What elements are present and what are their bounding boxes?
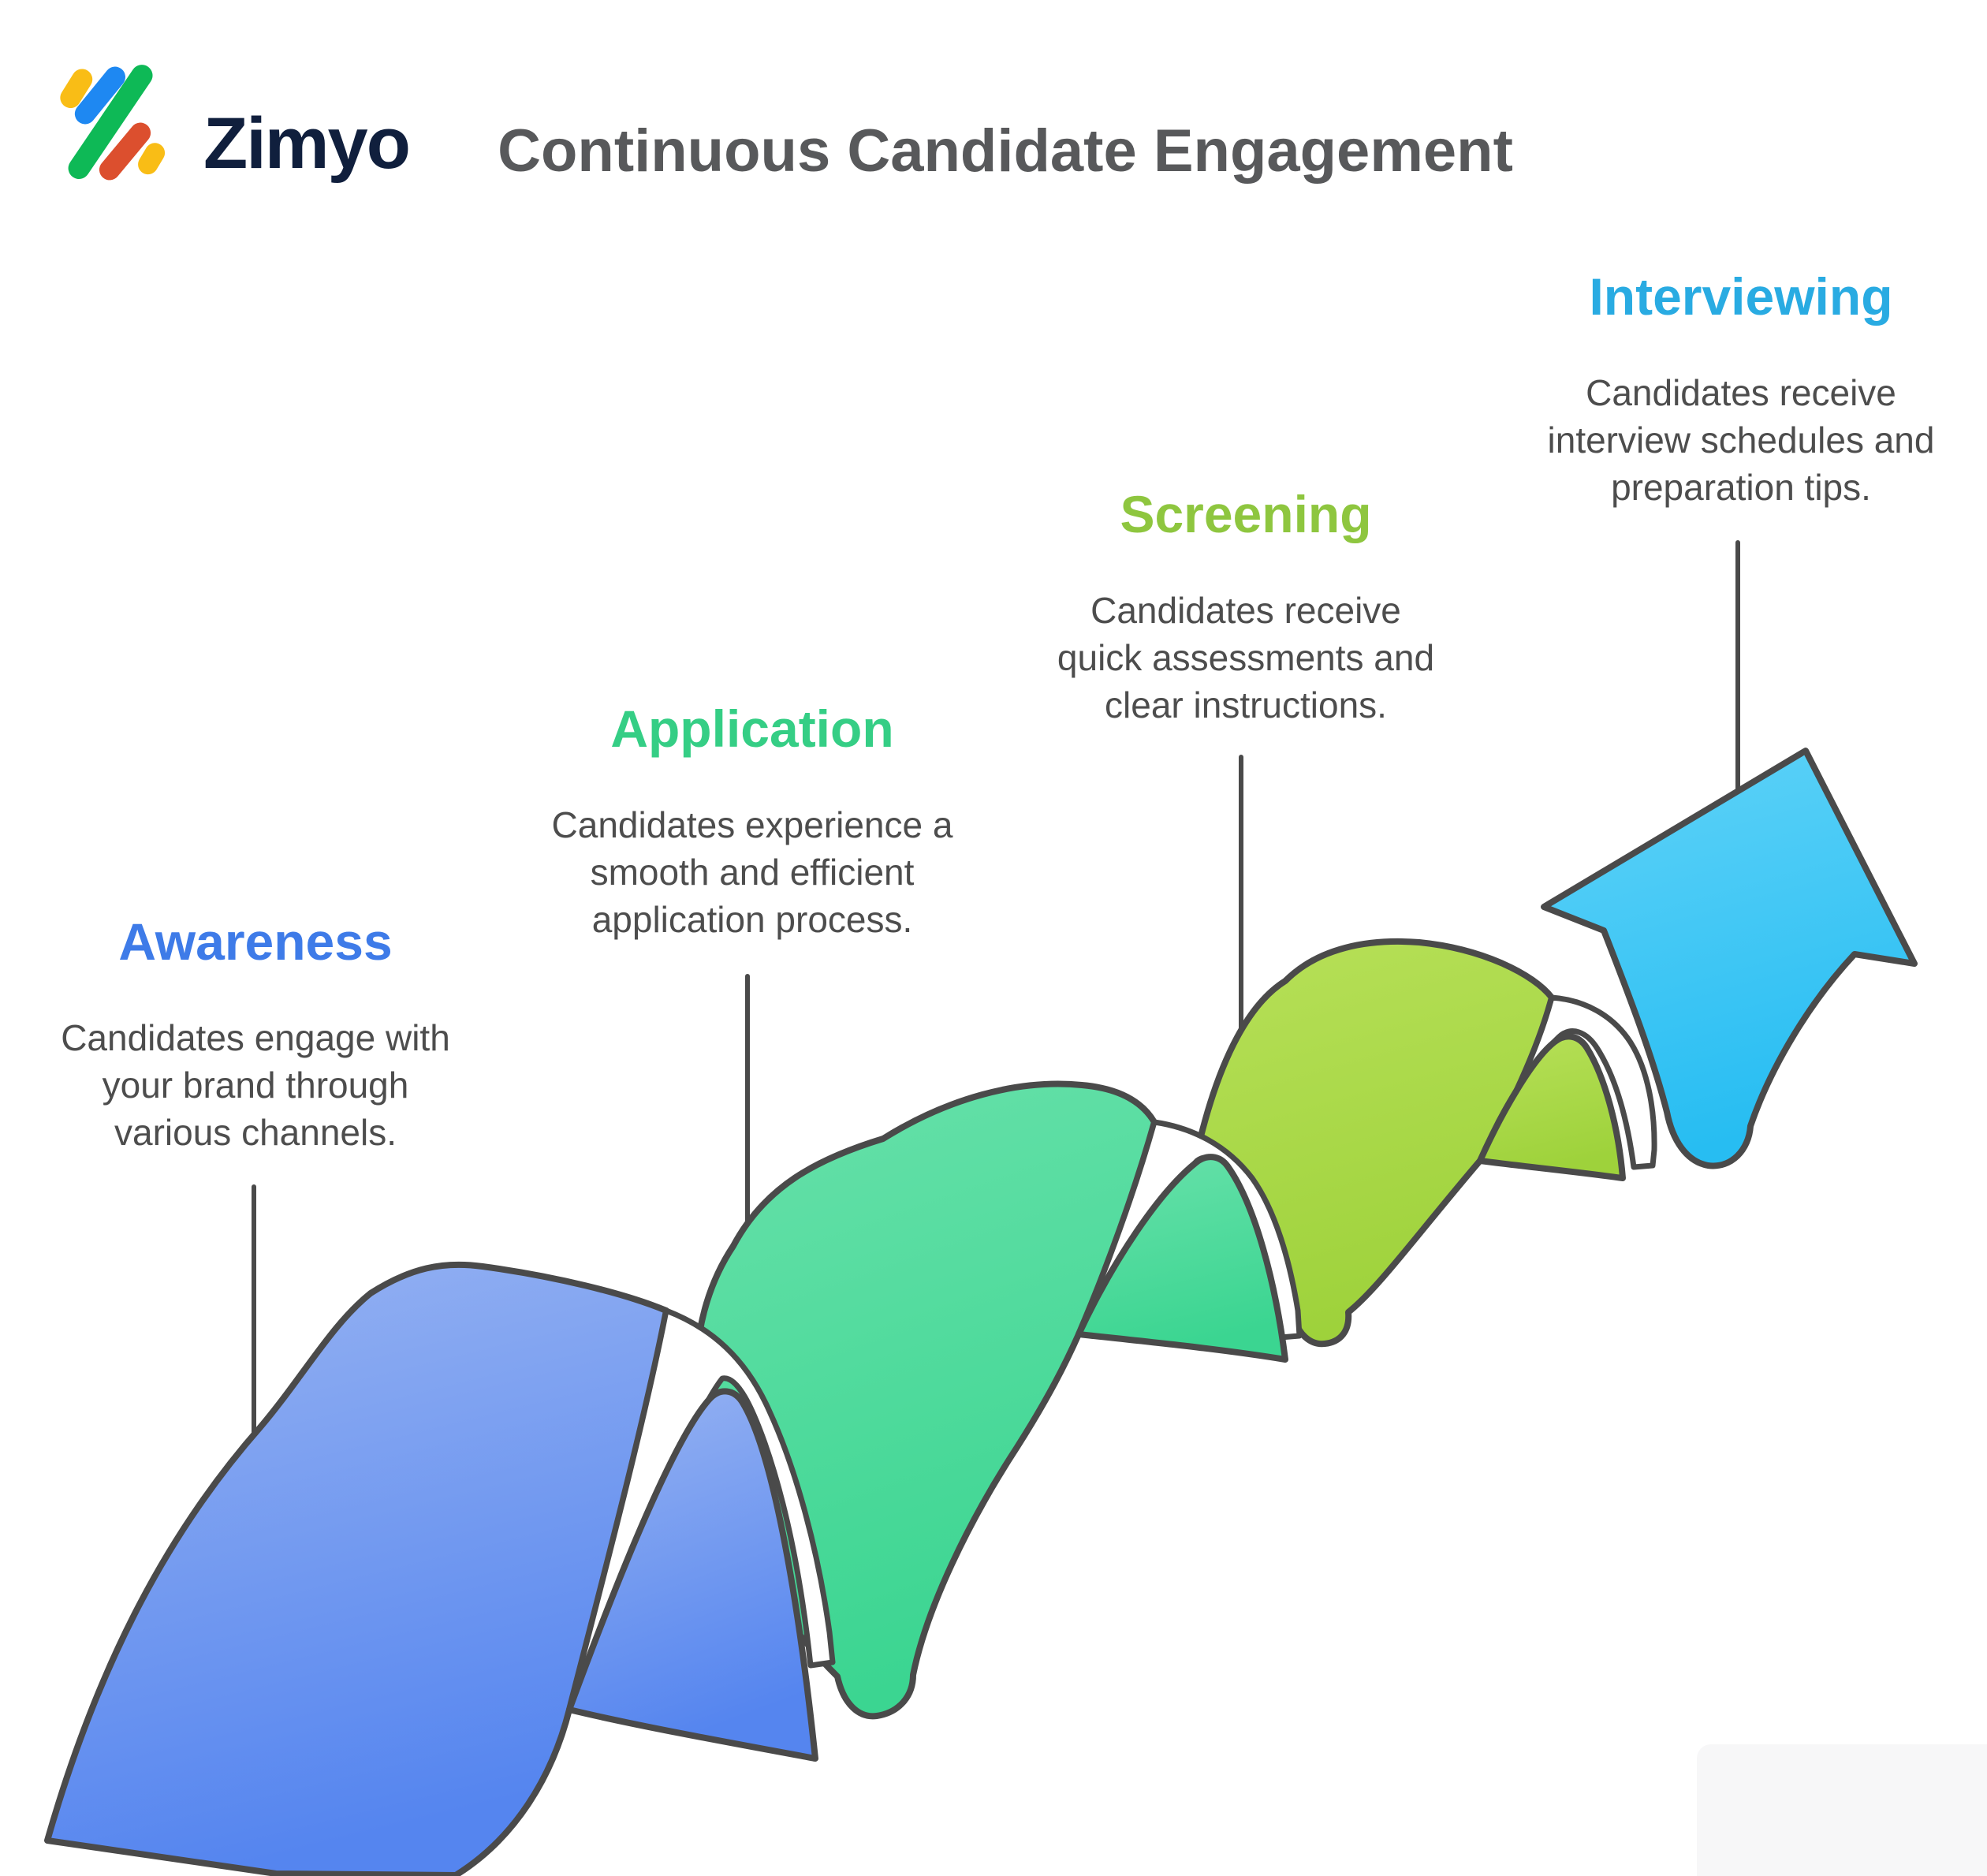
wave-arrow-interviewing xyxy=(1541,748,1918,1169)
stage-awareness: Awareness Candidates engage with your br… xyxy=(19,912,492,1157)
stage-heading-application: Application xyxy=(610,699,894,758)
page-title: Continuous Candidate Engagement xyxy=(498,117,1513,185)
stage-screening: Screening Candidates receive quick asses… xyxy=(1009,487,1482,729)
logo-green-dash xyxy=(68,65,153,179)
zimyo-logo: Zimyo xyxy=(57,63,411,183)
logo-yellow-dot xyxy=(138,143,166,175)
wave-twist-awareness xyxy=(566,1307,836,1713)
stage-description-screening: Candidates receive quick assessments and… xyxy=(1057,590,1435,725)
stage-description-application: Candidates experience a smooth and effic… xyxy=(551,804,953,940)
zimyo-logo-icon xyxy=(60,65,166,181)
stage-heading-screening: Screening xyxy=(1120,485,1372,543)
logo-red-dash xyxy=(99,122,151,181)
stage-description-awareness: Candidates engage with your brand throug… xyxy=(61,1017,450,1153)
wave-arch-awareness xyxy=(566,1388,818,1762)
stage-application: Application Candidates experience a smoo… xyxy=(516,699,989,944)
wave-arch-application xyxy=(1076,1154,1288,1363)
corner-shade xyxy=(1697,1744,1987,1876)
stage-description-interviewing: Candidates receive interview schedules a… xyxy=(1547,372,1935,508)
stage-interviewing: Interviewing Candidates receive intervie… xyxy=(1504,267,1978,512)
wave-segment-awareness xyxy=(44,1261,669,1876)
wave-arch-screening xyxy=(1477,1033,1626,1181)
logo-yellow-dash xyxy=(60,69,93,109)
zimyo-wordmark: Zimyo xyxy=(203,103,411,184)
stage-heading-interviewing: Interviewing xyxy=(1589,267,1893,326)
logo-blue-dash xyxy=(74,66,126,125)
stage-heading-awareness: Awareness xyxy=(118,912,393,971)
